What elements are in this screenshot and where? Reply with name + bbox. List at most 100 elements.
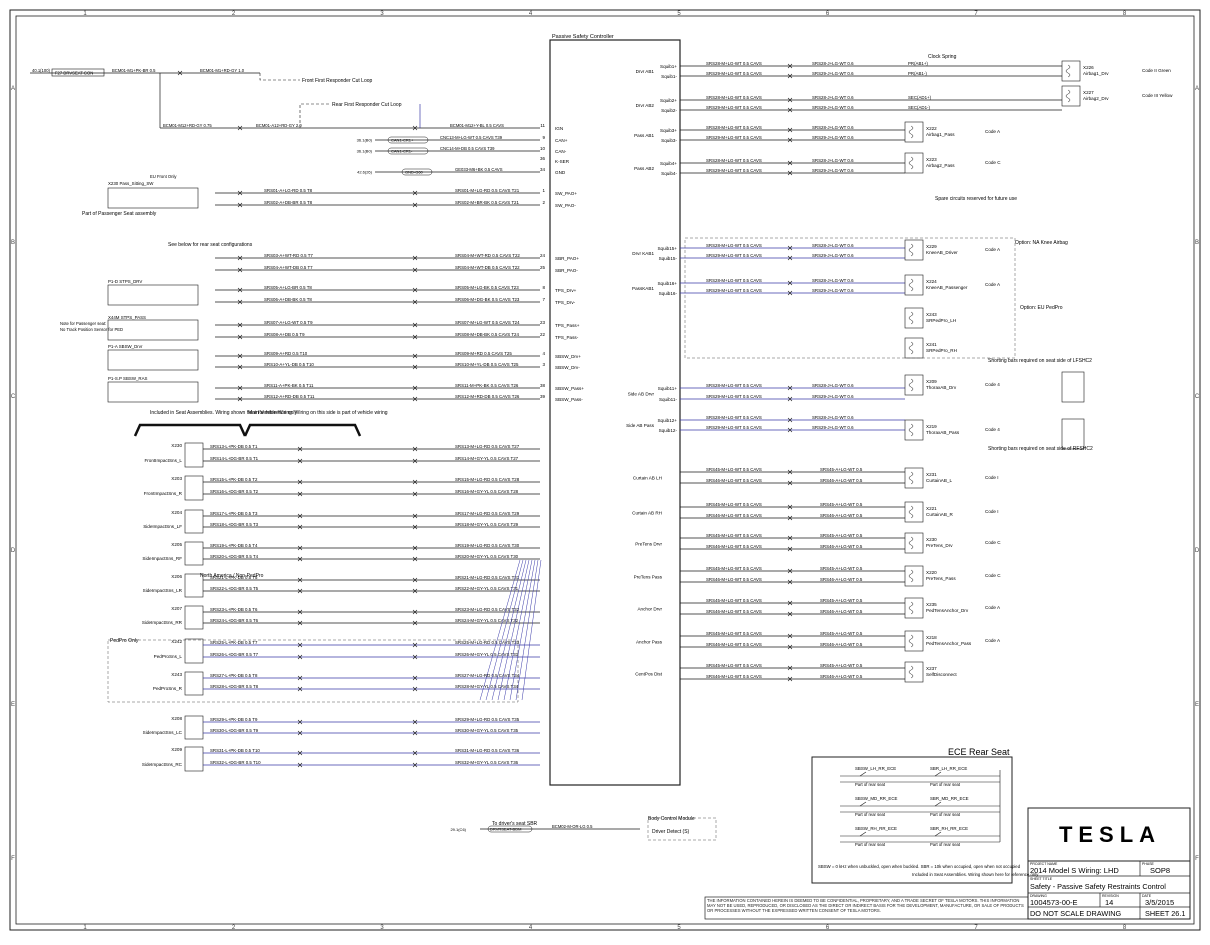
wire-label: SRS18-M+GY-YL 0.5 CAVS T29: [455, 522, 519, 527]
wire-label: SRS20-M+GY-YL 0.5 CAVS T30: [455, 554, 519, 559]
tps-drv-block: [107, 284, 199, 306]
inline-connector-mark: [787, 633, 793, 639]
controller-pin-number: 22: [540, 332, 546, 337]
wire-label: SRS45-A+LG-WT 0.5: [820, 467, 863, 472]
wire-label: SRS29-M+LG-WT 0.5 CAVS: [706, 71, 762, 76]
airbag-code: Code I: [985, 475, 999, 480]
wire-label: SRS02-M+BR-BK 0.5 CAVS T21: [455, 200, 519, 205]
wire-label: P1-D STPS_DRV: [108, 279, 142, 284]
wire-label: SRS08-M+DB-BK 0.5 CAVS T24: [455, 332, 519, 337]
controller-pin-number: 2: [542, 200, 545, 205]
wire-label: SRS28-M+LG-WT 0.5 CAVS: [706, 278, 762, 283]
inline-connector-mark: [297, 654, 303, 660]
inline-connector-mark: [412, 353, 418, 359]
phase-label: PHASE: [1142, 862, 1155, 866]
inline-connector-mark: [412, 491, 418, 497]
controller-pin-name: Squib4+: [660, 161, 677, 166]
sensor-id: X207: [171, 606, 182, 611]
squib-coil-icon: [908, 243, 914, 257]
seat-bracket: [133, 423, 247, 437]
sbsw-drv-block: [107, 349, 199, 371]
wire-label: F27 DRVSEAT-CON: [55, 71, 93, 76]
grid-row-label: B: [1195, 240, 1199, 246]
inline-connector-mark: [412, 299, 418, 305]
airbag-connector-box: [1061, 60, 1081, 82]
controller-pin-name: TPS_Drv-: [555, 300, 576, 305]
inline-connector-mark: [412, 385, 418, 391]
inline-connector-mark: [787, 385, 793, 391]
crossover-wire: [485, 559, 524, 701]
gnd-block: [401, 168, 433, 176]
grid-col-label: 7: [974, 925, 978, 931]
airbag-id: X219: [926, 424, 937, 429]
wire-label: DRVRSEAT-BDM: [490, 827, 521, 832]
wire-label: GE033-M6+BK 0.5 CAVS: [455, 167, 503, 172]
airbag-code: Code A: [985, 282, 1001, 287]
wire-label: Side AB Pass: [626, 423, 655, 428]
wire-label: SRS28-M+LG-WT 0.5 CAVS: [706, 61, 762, 66]
wire-label: SRS27-L+PK-DB 0.5 T8: [210, 673, 258, 678]
wire-label: SRS26-L+DG-BR 0.5 T7: [210, 652, 259, 657]
wire-label: 29.1(C6): [450, 827, 466, 832]
airbag-id: X235: [926, 602, 937, 607]
grid-row-label: E: [11, 702, 15, 708]
wire-label: P1-S.P SBSW_RAS: [108, 376, 148, 381]
spare-label: Spare circuits reserved for future use: [935, 196, 1017, 202]
inline-connector-mark: [787, 611, 793, 617]
airbag-id: X230: [926, 537, 937, 542]
tesla-logo: TESLA: [1059, 822, 1161, 847]
rev-value: 14: [1105, 898, 1113, 907]
wire-label: SRS46-A+LG-WT 0.5: [820, 544, 863, 549]
wire-label: Curtain AB RH: [632, 511, 662, 516]
inline-connector-mark: [297, 588, 303, 594]
sensor-id: X205: [171, 542, 182, 547]
inline-connector-mark: [297, 577, 303, 583]
controller-pin-name: TPS_Pass-: [555, 335, 579, 340]
wire-label: CNC13-M+LG-WT 0.5 CAVS T39: [440, 135, 503, 140]
wire-label: X44M STPS_PASS: [108, 315, 146, 320]
sensor-name: FrontImpactSns_L: [144, 458, 182, 463]
airbag-code: Code A: [985, 247, 1001, 252]
inline-connector-mark: [412, 654, 418, 660]
wire-label: SRS46-M+LG-WT 0.5 CAVS: [706, 642, 762, 647]
logo-text: TESLA: [1059, 822, 1161, 847]
airbag-id: X221: [926, 506, 937, 511]
inline-connector-mark: [412, 588, 418, 594]
controller-pin-name: SBR_PAO-: [555, 268, 578, 273]
inline-connector-mark: [787, 535, 793, 541]
controller-pin-name: SW_PAO-: [555, 203, 576, 208]
wire-label: SRS46-M+LG-WT 0.5 CAVS: [706, 577, 762, 582]
inline-connector-mark: [412, 719, 418, 725]
airbag-connector-box: [904, 121, 924, 143]
grid-row-label: A: [11, 86, 15, 92]
wire-label: SRS30-M+GY-YL 0.5 CAVS T35: [455, 728, 519, 733]
wire-label: SRS46-A+LG-WT 0.5: [820, 609, 863, 614]
option-pedpro-label: Option: EU PedPro: [1020, 305, 1063, 311]
wire-label: SRS28-J+LG-WT 0.6: [812, 125, 854, 130]
wire-label: SRS04-A+WT-DB 0.5 T7: [264, 265, 313, 270]
wire-label: SRS25-L+PK-DB 0.5 T7: [210, 640, 258, 645]
sensor-connector-box: [184, 605, 204, 630]
project-label: PROJECT NAME: [1030, 862, 1058, 866]
wire-label: SRS46-A+LG-WT 0.5: [820, 478, 863, 483]
airbag-code: Code C: [985, 160, 1001, 165]
pedpro-region: [107, 639, 519, 703]
sensor-name: SideImpactSns_RF: [142, 556, 182, 561]
inline-connector-mark: [412, 287, 418, 293]
wire-label: SRS45-M+LG-WT 0.5 CAVS: [706, 566, 762, 571]
controller-pin-name: Squib12-: [659, 428, 678, 433]
inline-connector-mark: [412, 334, 418, 340]
wire-label: Side AB Drvr: [628, 392, 655, 397]
airbag-id: X229: [926, 244, 937, 249]
wire-label: SRS07-M+LG-WT 0.5 CAVS T24: [455, 320, 520, 325]
inline-connector-mark: [237, 385, 243, 391]
shorting-rf-label: Shorting bars required on seat side of R…: [988, 446, 1093, 452]
wire-label: SRS02-A+DB-BR 0.5 T8: [264, 200, 313, 205]
squib-coil-icon: [908, 505, 914, 519]
wire-label: SRS28-J+LG-WT 0.6: [812, 383, 854, 388]
controller-pin-name: Squib15-: [659, 256, 678, 261]
sensor-name: SideImpactSns_LF: [143, 524, 182, 529]
wire-label: SRS21-M+LG-RD 0.5 CAVS T31: [455, 575, 520, 580]
